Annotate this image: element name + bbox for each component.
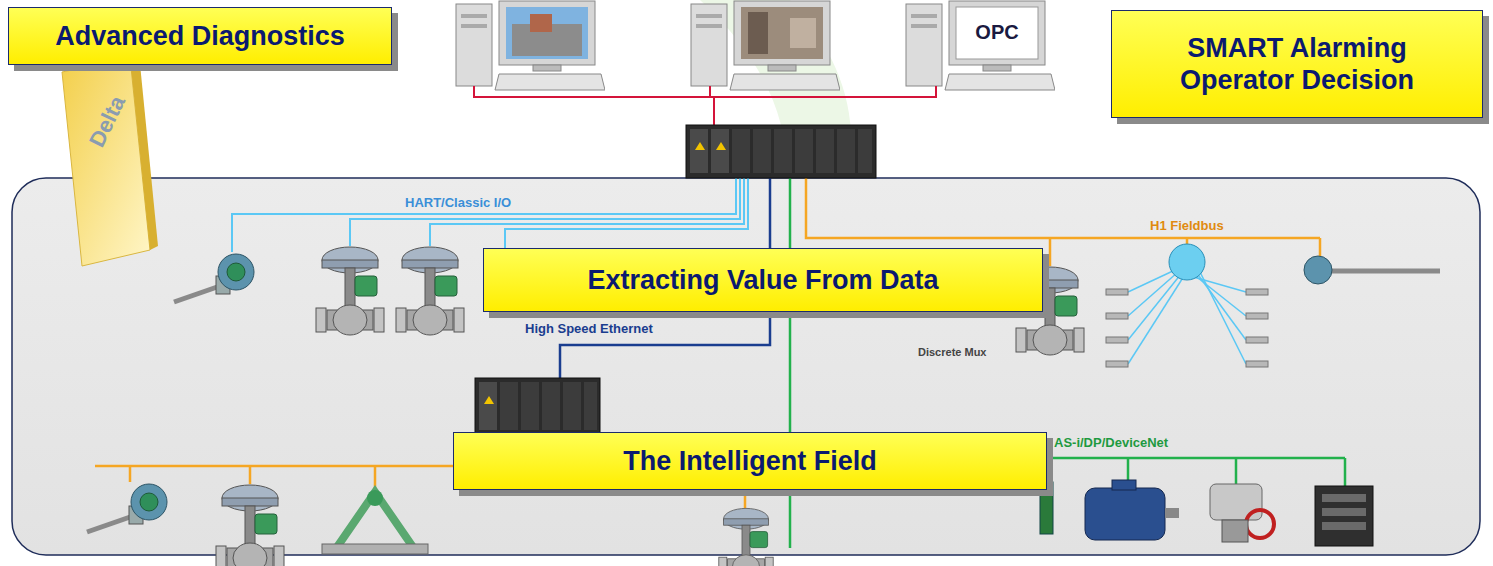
hart-wiring xyxy=(232,178,748,252)
fieldbus-wiring xyxy=(95,178,1320,508)
electric-motor xyxy=(1085,480,1179,540)
temperature-sensor xyxy=(1304,256,1440,284)
workstation xyxy=(456,1,605,90)
callout-text: SMART Alarming Operator Decision xyxy=(1152,32,1442,97)
temperature-probes xyxy=(1106,289,1268,367)
bus-label: H1 Fieldbus xyxy=(1150,219,1224,234)
io-module xyxy=(1315,486,1373,546)
bus-label: AS-i/DP/DeviceNet xyxy=(1054,436,1168,451)
bus-label: High Speed Ethernet xyxy=(525,322,653,337)
pressure-transmitter xyxy=(174,254,254,302)
valve-actuator xyxy=(1210,484,1274,542)
control-valve xyxy=(719,508,773,566)
callout-text: Advanced Diagnostics xyxy=(55,20,345,52)
workstation xyxy=(906,1,1055,90)
callout-box: Advanced Diagnostics xyxy=(8,7,392,65)
pressure-transmitter xyxy=(87,484,167,532)
control-network xyxy=(474,86,936,125)
callout-text: Extracting Value From Data xyxy=(587,264,938,296)
fieldbus-junction xyxy=(1169,244,1205,280)
controller-rack xyxy=(475,378,600,435)
callout-text: The Intelligent Field xyxy=(623,445,877,477)
callout-box: Extracting Value From Data xyxy=(483,248,1043,312)
device-label: Discrete Mux xyxy=(918,346,986,359)
bus-label: HART/Classic I/O xyxy=(405,196,511,211)
coriolis-flowmeter xyxy=(322,490,428,554)
callout-box: SMART Alarming Operator Decision xyxy=(1111,10,1483,118)
control-valve xyxy=(396,247,464,335)
control-valve xyxy=(316,247,384,335)
deltav-book-spine xyxy=(130,58,158,250)
fieldbus-multiplexer xyxy=(1128,270,1246,364)
controller-rack xyxy=(686,125,876,178)
control-valve xyxy=(216,485,284,566)
screen-logo: OPC xyxy=(975,21,1018,44)
workstation xyxy=(691,1,840,90)
devicenet-wiring xyxy=(790,178,1345,548)
callout-box: The Intelligent Field xyxy=(453,432,1047,490)
